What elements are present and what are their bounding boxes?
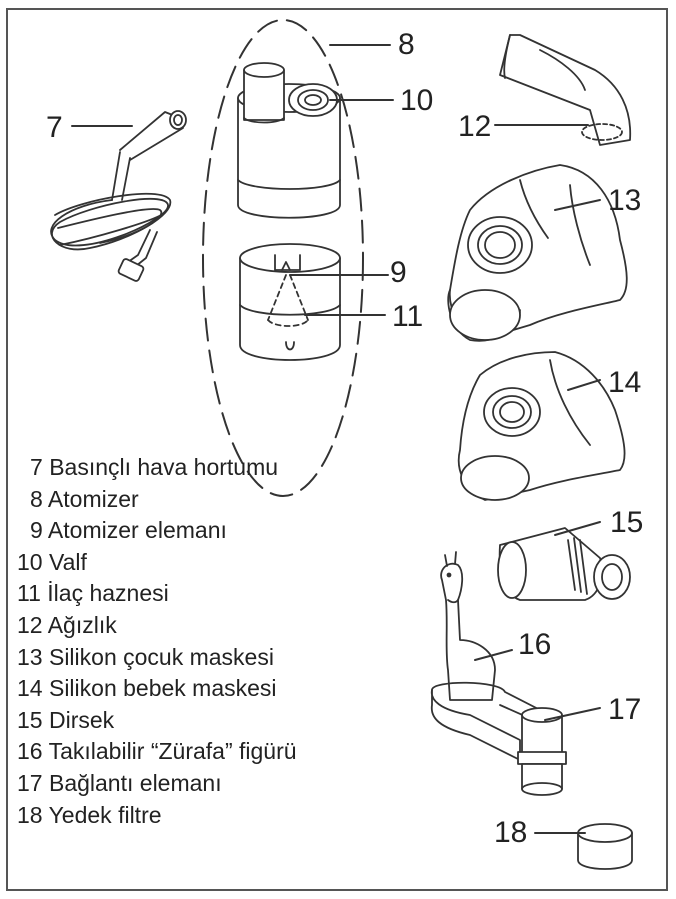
legend-item: 13 Silikon çocuk maskesi	[17, 643, 274, 670]
air-hose-drawing	[50, 110, 187, 282]
legend-item: 12 Ağızlık	[17, 611, 117, 638]
legend-item: 8 Atomizer	[30, 485, 139, 512]
callout-7: 7	[46, 111, 63, 144]
medicine-chamber-drawing	[239, 243, 341, 361]
callout-11: 11	[392, 300, 424, 333]
elbow-drawing	[497, 527, 631, 601]
legend-item: 16 Takılabilir “Zürafa” figürü	[17, 738, 297, 765]
callout-17: 17	[608, 693, 642, 726]
callout-13: 13	[608, 184, 642, 217]
callout-18: 18	[494, 816, 528, 849]
legend-item: 11 İlaç haznesi	[17, 580, 169, 607]
connector-drawing	[430, 681, 567, 796]
mouthpiece-drawing	[499, 34, 632, 146]
legend-item: 7 Basınçlı hava hortumu	[30, 454, 279, 480]
callout-9: 9	[390, 256, 407, 289]
callout-12: 12	[458, 110, 492, 143]
infant-mask-drawing	[457, 351, 626, 501]
legend-item: 17 Bağlantı elemanı	[17, 769, 222, 796]
callout-8: 8	[398, 28, 415, 61]
legend-item: 18 Yedek filtre	[17, 801, 162, 828]
callout-leader-lines	[71, 44, 601, 834]
legend-item: 15 Dirsek	[17, 706, 115, 733]
child-mask-drawing	[447, 164, 628, 342]
callout-15: 15	[610, 506, 644, 539]
legend-item: 9 Atomizer elemanı	[30, 517, 227, 544]
legend-item: 10 Valf	[17, 548, 87, 575]
parts-legend: 7 Basınçlı hava hortumu 8 Atomizer 9 Ato…	[17, 452, 297, 831]
callout-10: 10	[400, 84, 434, 117]
giraffe-figure-drawing	[440, 551, 496, 701]
spare-filter-drawing	[577, 823, 633, 870]
atomizer-outline	[202, 19, 364, 497]
legend-item: 14 Silikon bebek maskesi	[17, 675, 277, 702]
atomizer-upper-drawing	[237, 62, 341, 219]
callout-16: 16	[518, 628, 552, 661]
callout-14: 14	[608, 366, 642, 399]
